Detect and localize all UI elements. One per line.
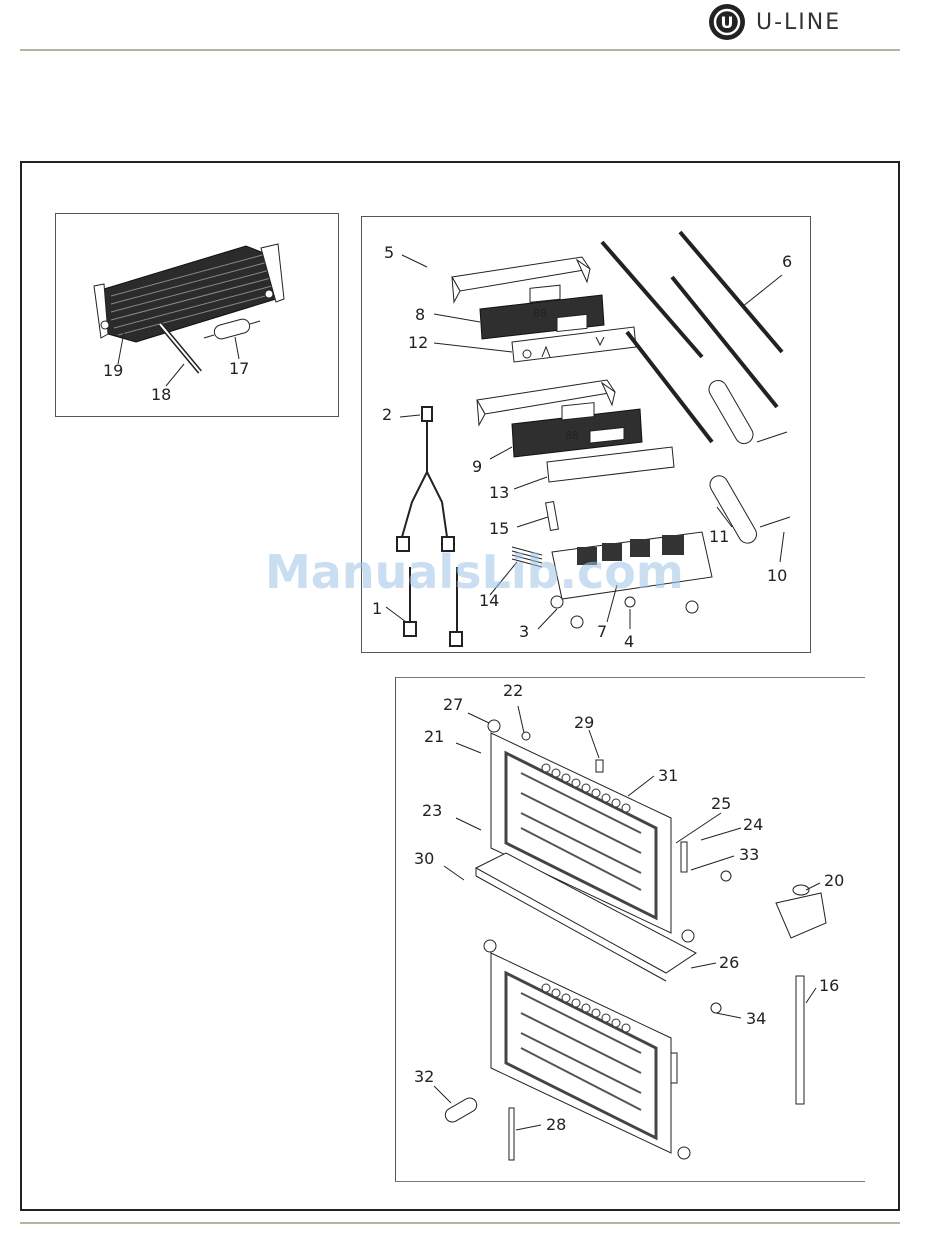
callout-7: 7 xyxy=(597,622,607,641)
callout-10: 10 xyxy=(767,566,787,585)
lower-evaporator-plate xyxy=(491,953,671,1153)
callout-4: 4 xyxy=(624,632,634,651)
coil-diagram: 19 18 17 xyxy=(56,214,340,418)
callout-29: 29 xyxy=(574,713,594,732)
brand-name: U-LINE xyxy=(756,10,841,35)
capillary-tube-lower xyxy=(509,1108,514,1160)
callout-28: 28 xyxy=(546,1115,566,1134)
coil-panel: 19 18 17 xyxy=(55,213,339,417)
callout-15: 15 xyxy=(489,519,509,538)
callout-13: 13 xyxy=(489,483,509,502)
callout-17: 17 xyxy=(229,359,249,378)
evaporator-diagram: 27 22 21 29 31 23 25 24 33 30 20 26 16 3… xyxy=(396,678,866,1183)
condenser-coil xyxy=(94,244,284,342)
header-rule xyxy=(20,49,900,51)
brand-logo: U U-LINE xyxy=(708,3,841,41)
callout-32: 32 xyxy=(414,1067,434,1086)
callout-27: 27 xyxy=(443,695,463,714)
callout-6: 6 xyxy=(782,252,792,271)
callout-19: 19 xyxy=(103,361,123,380)
callout-2: 2 xyxy=(382,405,392,424)
callout-22: 22 xyxy=(503,681,523,700)
light-tubes xyxy=(706,377,790,546)
callout-23: 23 xyxy=(422,801,442,820)
svg-text:U: U xyxy=(721,13,734,32)
callout-5: 5 xyxy=(384,243,394,262)
watermark: ManualsLib.com xyxy=(265,545,684,599)
callout-33: 33 xyxy=(739,845,759,864)
wire-harness xyxy=(397,407,462,646)
upper-control-bracket xyxy=(452,257,590,302)
callout-11: 11 xyxy=(709,527,729,546)
display-readout-2: 88 xyxy=(565,429,579,442)
callout-8: 8 xyxy=(415,305,425,324)
callout-18: 18 xyxy=(151,385,171,404)
callout-34: 34 xyxy=(746,1009,766,1028)
callout-20: 20 xyxy=(824,871,844,890)
callout-3: 3 xyxy=(519,622,529,641)
callout-26: 26 xyxy=(719,953,739,972)
u-line-logo-icon: U xyxy=(708,3,746,41)
footer-rule xyxy=(20,1222,900,1224)
callout-24: 24 xyxy=(743,815,763,834)
upper-control-housing: 88 xyxy=(480,285,604,339)
evaporator-panel: 27 22 21 29 31 23 25 24 33 30 20 26 16 3… xyxy=(395,677,865,1182)
callout-1: 1 xyxy=(372,599,382,618)
display-readout-1: 88 xyxy=(533,307,547,320)
board-standoffs xyxy=(551,596,698,628)
callout-21: 21 xyxy=(424,727,444,746)
callout-9: 9 xyxy=(472,457,482,476)
callout-30: 30 xyxy=(414,849,434,868)
callout-25: 25 xyxy=(711,794,731,813)
door-switch xyxy=(546,502,559,531)
callout-31: 31 xyxy=(658,766,678,785)
callout-16: 16 xyxy=(819,976,839,995)
filter-drier xyxy=(204,318,260,341)
callout-12: 12 xyxy=(408,333,428,352)
